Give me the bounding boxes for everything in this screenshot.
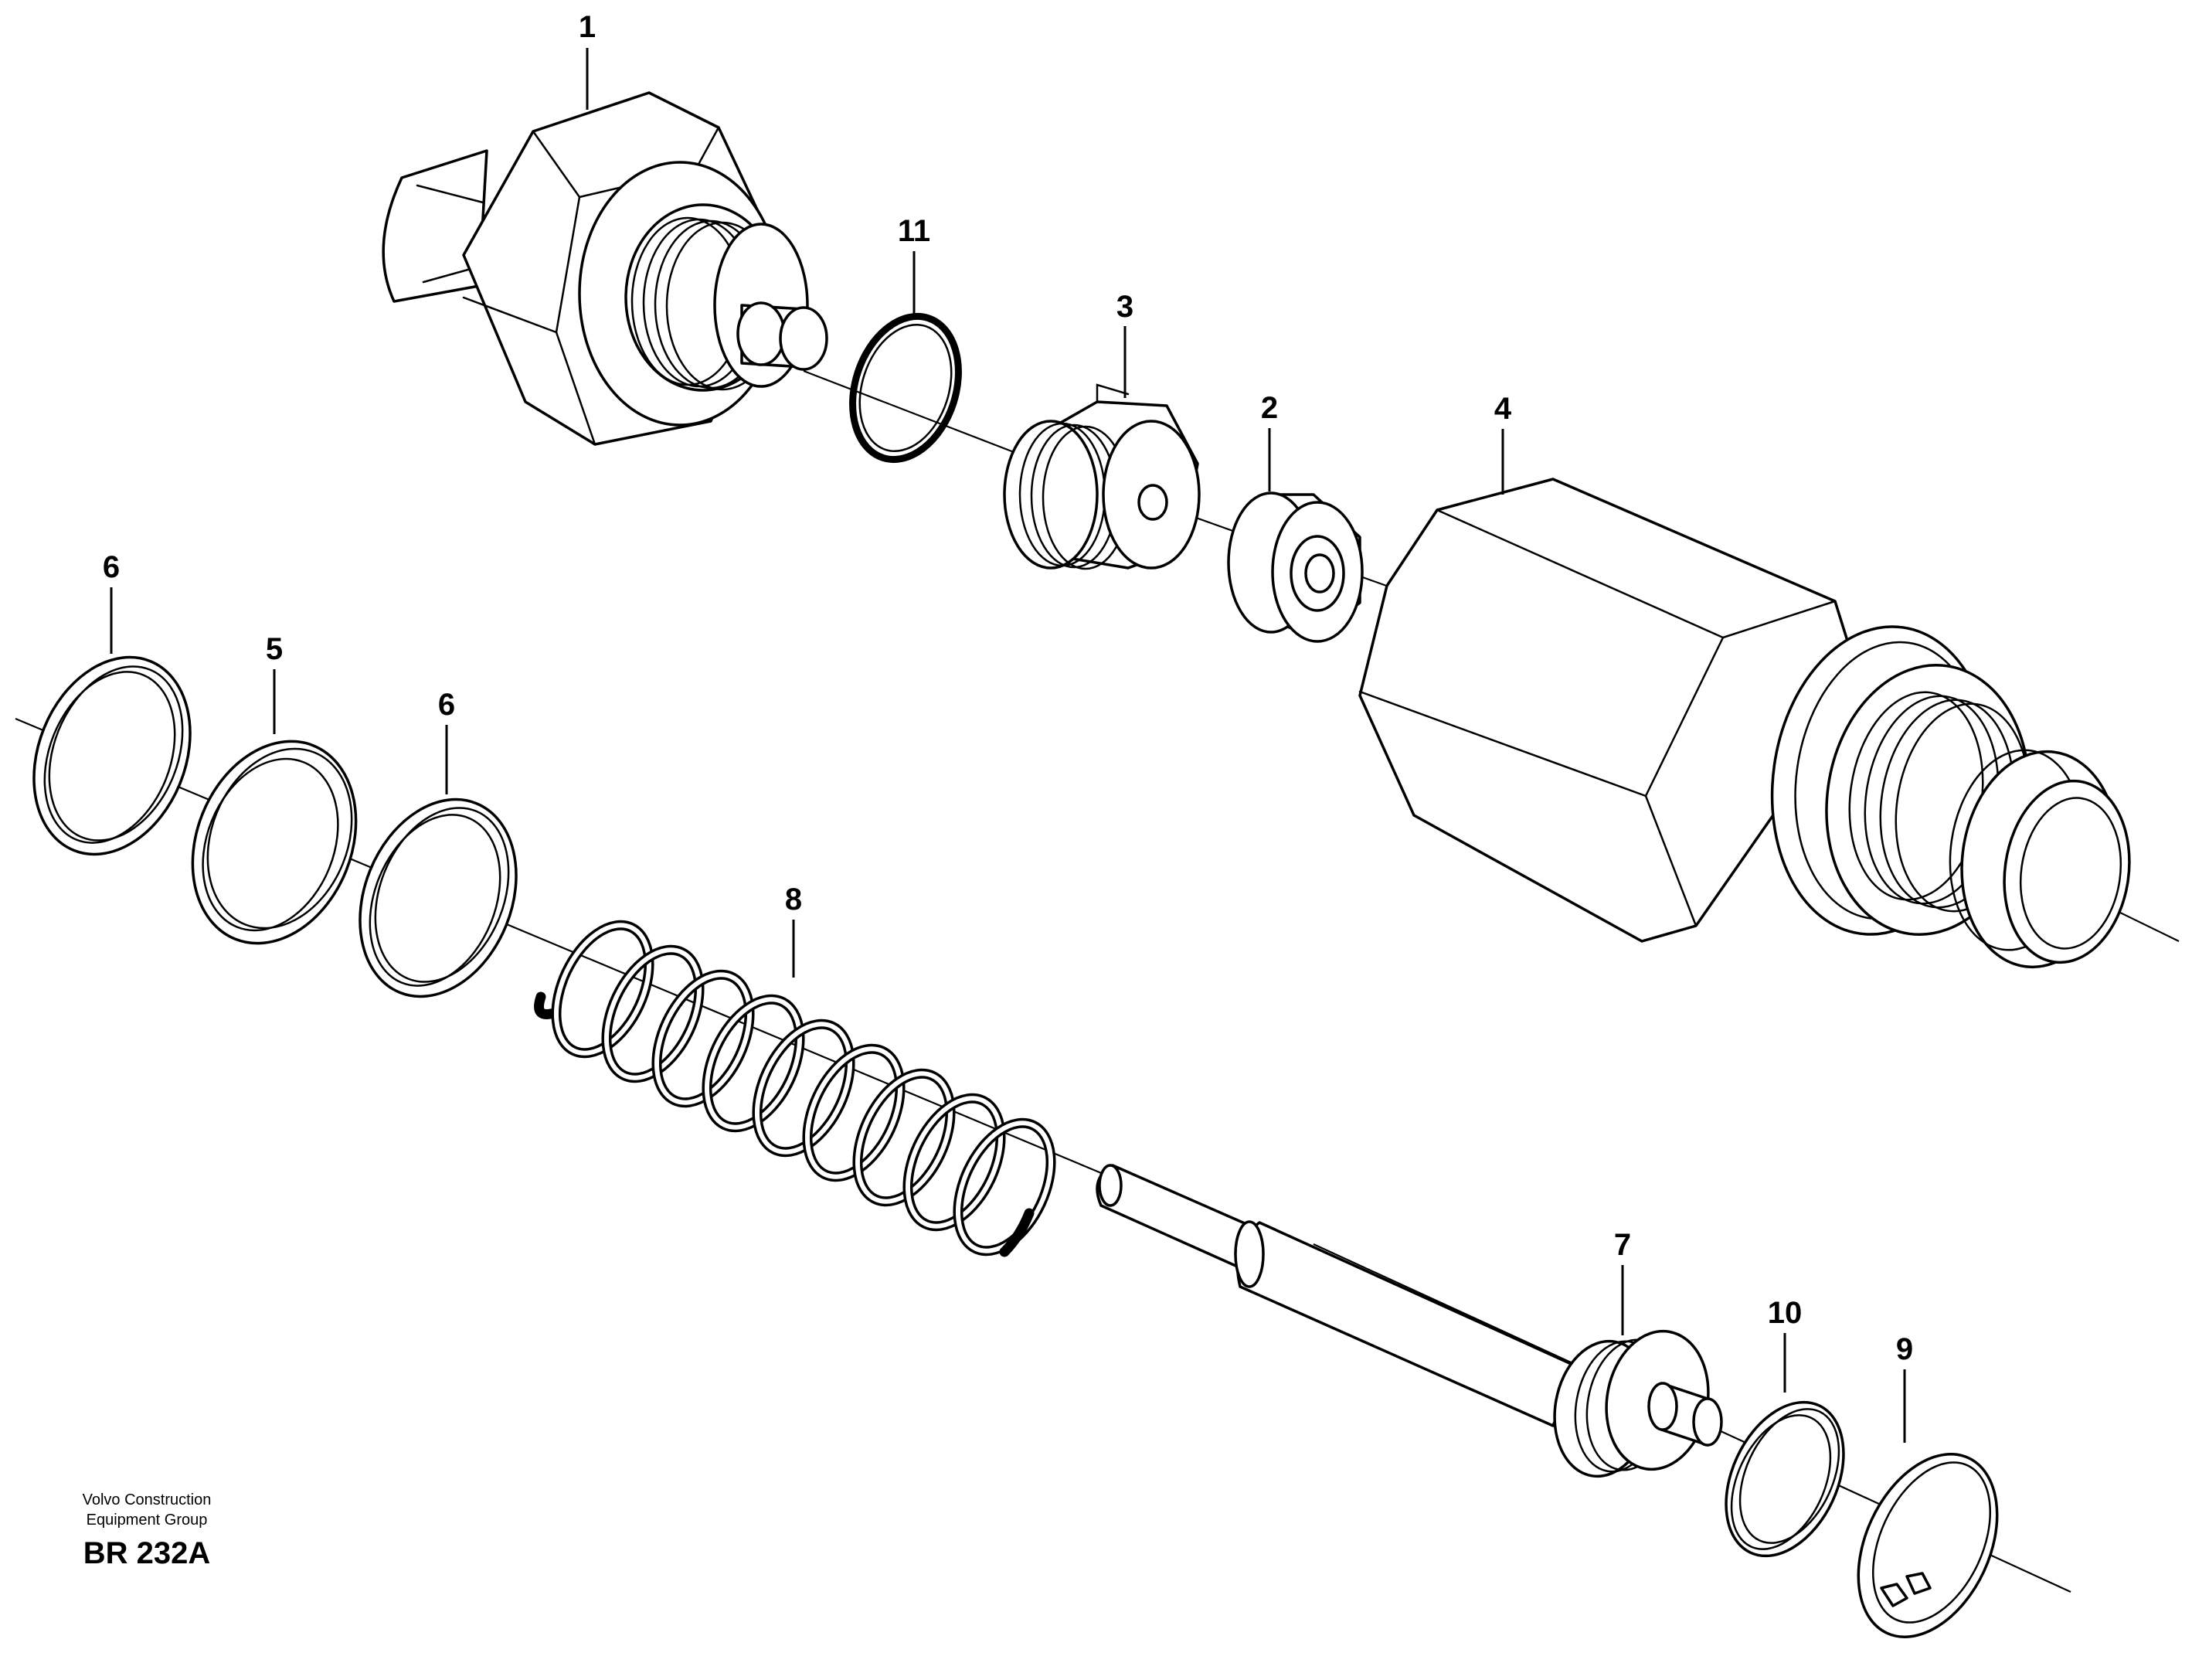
callout-labels: 1 11 3 2 4 6 5 6 8 7 10 9: [103, 10, 1913, 1366]
callout-leader-lines: [110, 48, 1906, 1443]
callout-3: 3: [1116, 290, 1133, 324]
callout-6-right: 6: [438, 688, 455, 722]
company-line-1: Volvo Construction: [82, 1491, 212, 1508]
part-3-plug: [1003, 383, 1201, 570]
part-4-valve-body: [1358, 478, 2131, 969]
part-6-backup-ring-right: [359, 797, 518, 998]
part-2-valve-seat: [1227, 491, 1364, 643]
callout-11: 11: [898, 214, 930, 248]
callout-7: 7: [1614, 1228, 1631, 1262]
part-10-ring: [1725, 1400, 1845, 1558]
callout-8: 8: [785, 883, 802, 917]
part-7-valve-spindle: [1096, 1164, 1723, 1478]
part-9-snap-ring: [1857, 1453, 1999, 1638]
company-line-2: Equipment Group: [86, 1512, 208, 1529]
callout-1: 1: [579, 10, 596, 44]
part-1-hex-adapter: [382, 91, 828, 446]
part-6-backup-ring-left: [32, 655, 192, 856]
callout-5: 5: [266, 632, 283, 666]
figure-footer: Volvo Construction Equipment Group BR 23…: [46, 1490, 247, 1573]
figure-code: BR 232A: [83, 1536, 211, 1570]
callout-10: 10: [1768, 1296, 1803, 1330]
callout-2: 2: [1261, 391, 1278, 425]
part-8-spring: [534, 920, 1056, 1257]
callout-4: 4: [1494, 392, 1512, 426]
callout-9: 9: [1896, 1332, 1913, 1366]
part-5-seal-ring: [191, 740, 358, 945]
callout-6-left: 6: [103, 550, 120, 584]
part-11-o-ring: [849, 312, 962, 464]
